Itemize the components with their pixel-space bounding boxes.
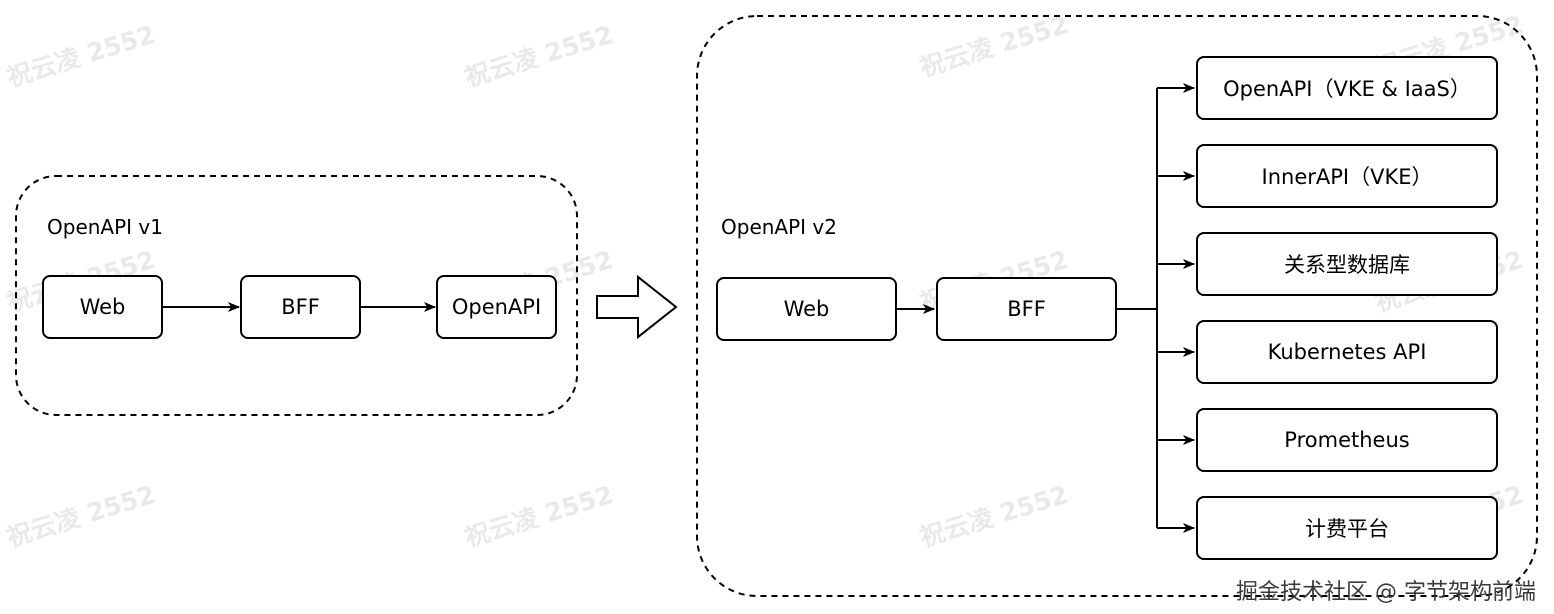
v2-node-bff[interactable]: BFF xyxy=(936,277,1117,341)
group-v1-frame xyxy=(15,175,578,416)
transition-arrow-icon xyxy=(596,274,678,340)
v2-target-innerapi-vke[interactable]: InnerAPI（VKE） xyxy=(1196,144,1498,208)
group-v1-label: OpenAPI v1 xyxy=(47,215,163,239)
v2-target-billing-platform[interactable]: 计费平台 xyxy=(1196,496,1498,560)
v2-target-openapi-vke-iaas[interactable]: OpenAPI（VKE & IaaS） xyxy=(1196,56,1498,120)
v2-target-relational-db[interactable]: 关系型数据库 xyxy=(1196,232,1498,296)
footer-credit: 掘金技术社区 @ 字节架构前端 xyxy=(1236,580,1536,605)
v2-node-web[interactable]: Web xyxy=(716,277,897,341)
group-v2-label: OpenAPI v2 xyxy=(721,215,837,239)
v1-node-web[interactable]: Web xyxy=(42,275,163,339)
v1-node-bff[interactable]: BFF xyxy=(240,275,361,339)
v2-target-kubernetes-api[interactable]: Kubernetes API xyxy=(1196,320,1498,384)
v2-target-prometheus[interactable]: Prometheus xyxy=(1196,408,1498,472)
v1-node-openapi[interactable]: OpenAPI xyxy=(436,275,557,339)
group-v2-frame xyxy=(696,15,1538,597)
